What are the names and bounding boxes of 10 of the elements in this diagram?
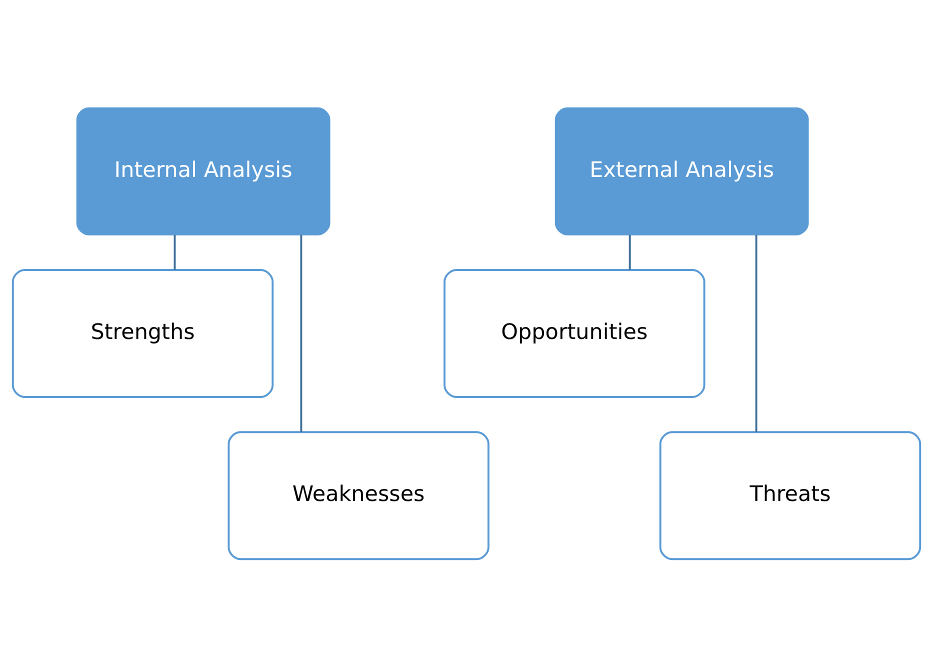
connector <box>628 234 631 270</box>
node-box: Internal Analysis <box>76 106 330 235</box>
connector <box>174 234 176 270</box>
connector <box>755 234 758 432</box>
node-box: Weaknesses <box>228 430 490 560</box>
node-box: External Analysis <box>554 106 809 235</box>
connector <box>300 234 302 432</box>
node-box: Opportunities <box>444 268 706 398</box>
node-box: Strengths <box>12 268 274 398</box>
node-box: Threats <box>659 430 922 560</box>
